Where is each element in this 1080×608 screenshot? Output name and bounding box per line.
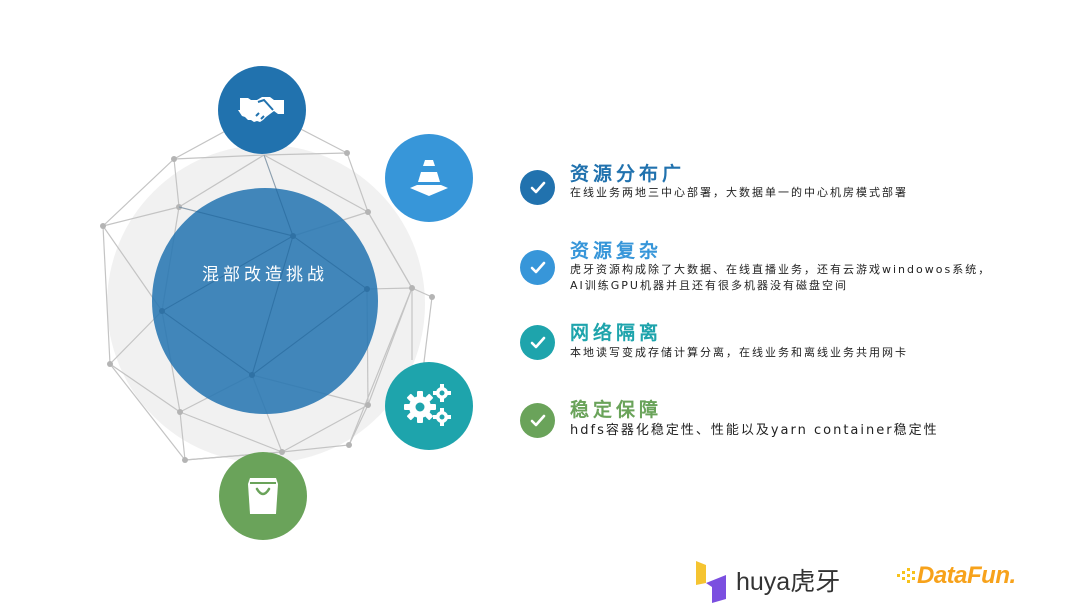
core-circle (152, 188, 378, 414)
datafun-logo: DataFun. (897, 562, 1016, 590)
traffic-cone-icon (410, 160, 448, 196)
challenge-diagram: 混部改造挑战 (0, 0, 520, 608)
item-desc: 本地读写变成存储计算分离，在线业务和离线业务共用网卡 (570, 346, 908, 359)
item-title: 资源分布广 (570, 163, 686, 185)
item-desc-line2: AI训练GPU机器并且还有很多机器没有磁盘空间 (570, 279, 848, 292)
item-desc: hdfs容器化稳定性、性能以及yarn container稳定性 (570, 423, 939, 438)
satellite-gears (385, 362, 473, 450)
network-mesh-overlay (159, 154, 370, 378)
satellite-shopping-bag (219, 452, 307, 540)
check-icon (520, 325, 555, 360)
item-title: 资源复杂 (570, 240, 663, 262)
gears-icon (404, 384, 451, 426)
huya-logo: huya虎牙 (692, 557, 840, 603)
satellite-handshake (218, 66, 306, 154)
shopping-bag-icon (248, 478, 278, 514)
item-desc: 在线业务两地三中心部署，大数据单一的中心机房模式部署 (570, 186, 908, 199)
item-title: 稳定保障 (570, 399, 663, 421)
satellite-traffic-cone (385, 134, 473, 222)
check-icon (520, 250, 555, 285)
item-title: 网络隔离 (570, 322, 663, 344)
datafun-logo-text: DataFun. (917, 562, 1016, 589)
check-icon (520, 170, 555, 205)
check-icon (520, 403, 555, 438)
huya-logo-text: huya虎牙 (736, 568, 841, 596)
handshake-icon (238, 97, 284, 122)
datafun-dots-icon (897, 568, 915, 583)
huya-mark-icon (696, 561, 726, 603)
core-label: 混部改造挑战 (202, 265, 328, 285)
item-desc-line1: 虎牙资源构成除了大数据、在线直播业务，还有云游戏windowos系统， (570, 263, 992, 276)
